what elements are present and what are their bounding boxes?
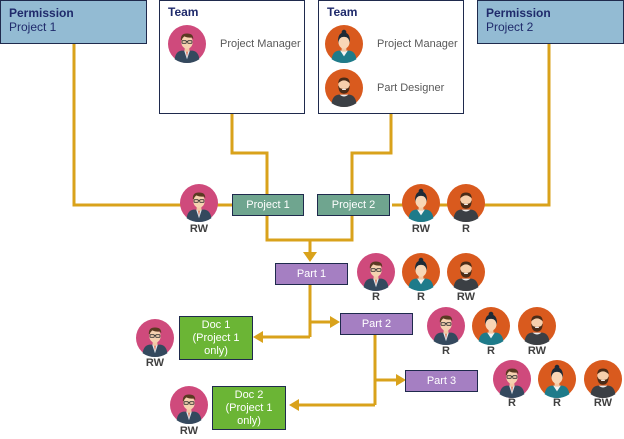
access-level: RW (456, 291, 476, 303)
access-level: R (372, 291, 380, 303)
member-role: Project Manager (220, 38, 301, 50)
arrow-to-part3 (396, 374, 406, 386)
woman-avatar (325, 25, 363, 63)
access-level: RW (179, 425, 199, 437)
man-glasses-avatar (493, 360, 531, 398)
access-level: R (487, 345, 495, 357)
team-title: Team (168, 5, 199, 19)
woman-avatar (402, 253, 440, 291)
access-level: R (417, 291, 425, 303)
doc-label-line: (Project 1 (192, 331, 240, 344)
connector-team2 (350, 113, 393, 194)
access-level: RW (145, 357, 165, 369)
doc-node-1: Doc 1 (Project 1 only) (179, 316, 253, 360)
bearded-man-avatar (518, 307, 556, 345)
doc-node-2: Doc 2 (Project 1 only) (212, 386, 286, 430)
access-level: RW (411, 223, 431, 235)
connector-permission1 (72, 43, 182, 207)
access-level: R (462, 223, 470, 235)
access-level: R (508, 397, 516, 409)
team-member: Part Designer (325, 69, 444, 107)
connector-team1 (230, 113, 269, 194)
access-level: R (442, 345, 450, 357)
team-box-1: Team Project Manager (159, 0, 305, 114)
man-glasses-avatar (170, 386, 208, 424)
doc-label-line: only) (204, 344, 228, 357)
arrow-to-doc1 (253, 331, 263, 343)
access-level: R (553, 397, 561, 409)
arrow-to-part1 (303, 252, 317, 262)
doc-label-line: Doc 2 (234, 388, 264, 401)
man-glasses-avatar (357, 253, 395, 291)
bearded-man-avatar (447, 253, 485, 291)
project-node-1: Project 1 (232, 194, 304, 216)
man-glasses-avatar (136, 319, 174, 357)
permission-subtitle: Project 1 (9, 20, 57, 34)
team-member: Project Manager (168, 25, 301, 63)
doc-label-line: only) (237, 414, 261, 427)
man-glasses-avatar (180, 184, 218, 222)
man-glasses-avatar (427, 307, 465, 345)
permission-box-project2: Permission Project 2 (477, 0, 624, 44)
woman-avatar (538, 360, 576, 398)
team-member: Project Manager (325, 25, 458, 63)
woman-avatar (402, 184, 440, 222)
doc-label-line: Doc 1 (201, 318, 231, 331)
access-level: RW (593, 397, 613, 409)
arrow-to-doc2 (289, 399, 299, 411)
man-glasses-avatar (168, 25, 206, 63)
bearded-man-avatar (447, 184, 485, 222)
connector-project1-merge (265, 216, 354, 242)
bearded-man-avatar (584, 360, 622, 398)
part-node-1: Part 1 (275, 263, 348, 285)
access-level: RW (189, 223, 209, 235)
team-box-2: Team Project Manager Part Designer (318, 0, 464, 114)
woman-avatar (472, 307, 510, 345)
team-title: Team (327, 5, 358, 19)
permission-title: Permission (486, 6, 551, 20)
permission-subtitle: Project 2 (486, 20, 534, 34)
connector-permission2 (484, 43, 551, 207)
project-node-2: Project 2 (317, 194, 390, 216)
member-role: Project Manager (377, 38, 458, 50)
part-node-2: Part 2 (340, 313, 413, 335)
doc-label-line: (Project 1 (225, 401, 273, 414)
bearded-man-avatar (325, 69, 363, 107)
permission-title: Permission (9, 6, 74, 20)
part-node-3: Part 3 (405, 370, 478, 392)
member-role: Part Designer (377, 82, 445, 94)
arrow-to-part2 (330, 316, 340, 328)
access-level: RW (527, 345, 547, 357)
permission-box-project1: Permission Project 1 (0, 0, 147, 44)
